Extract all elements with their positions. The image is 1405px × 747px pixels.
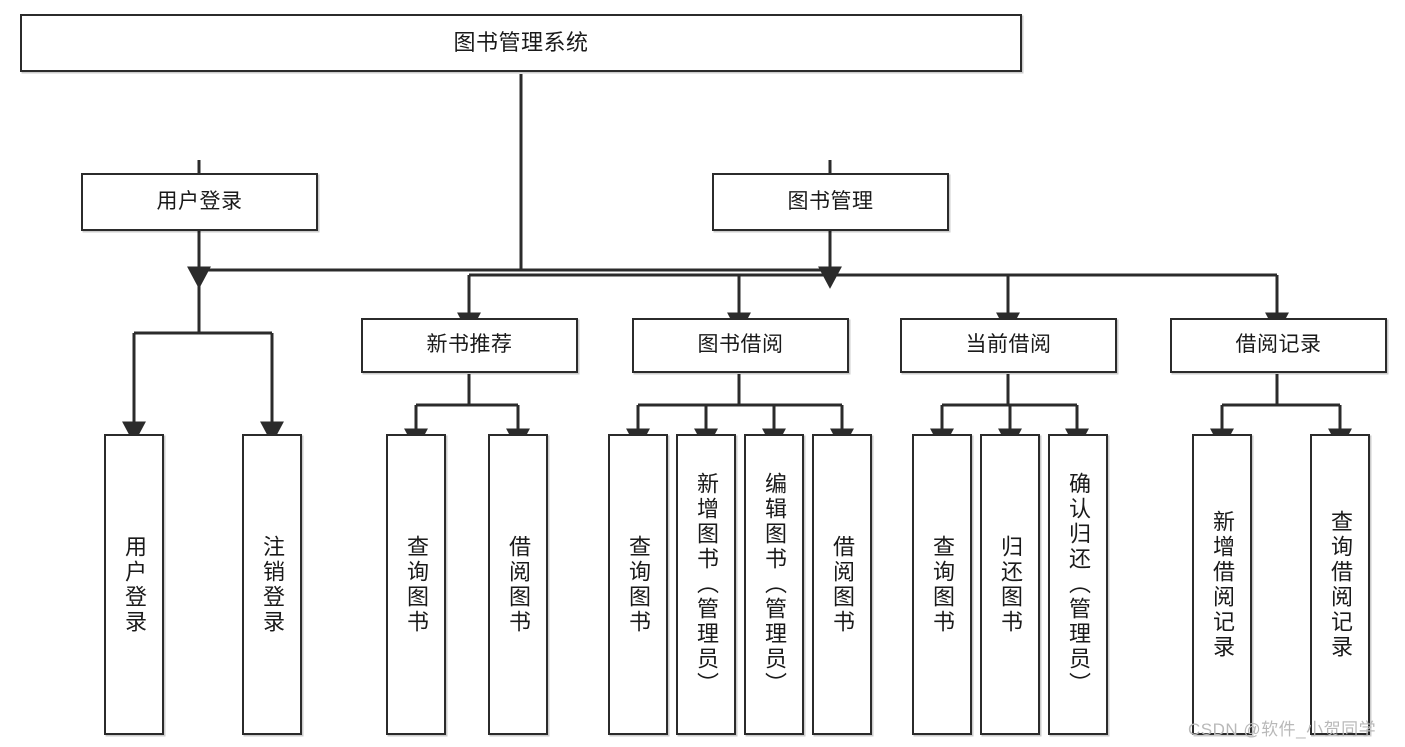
node-label: 归还图书 [997,534,1023,635]
node-new-book-recommend[interactable]: 新书推荐 [361,318,578,373]
node-label: 新增图书（管理员） [693,472,719,697]
node-leaf-logout[interactable]: 注销登录 [242,434,302,735]
node-label: 借阅图书 [829,534,855,635]
node-label: 查询图书 [929,534,955,635]
node-borrow-record[interactable]: 借阅记录 [1170,318,1387,373]
node-user-login[interactable]: 用户登录 [81,173,318,231]
node-leaf-return-book[interactable]: 归还图书 [980,434,1040,735]
csdn-watermark: CSDN @软件_小贺同学 [1188,720,1377,739]
node-leaf-confirm-return-admin[interactable]: 确认归还（管理员） [1048,434,1108,735]
node-label: 用户登录 [156,189,243,213]
node-label: 查询图书 [403,534,429,635]
node-label: 查询借阅记录 [1327,509,1353,660]
node-label: 图书管理 [787,189,874,213]
node-label: 借阅记录 [1235,333,1322,357]
node-label: 编辑图书（管理员） [761,472,787,697]
node-leaf-add-borrow-record[interactable]: 新增借阅记录 [1192,434,1252,735]
node-label: 当前借阅 [965,333,1052,357]
node-label: 确认归还（管理员） [1065,472,1091,697]
node-leaf-borrow-book[interactable]: 借阅图书 [812,434,872,735]
node-label: 新书推荐 [426,333,513,357]
node-leaf-borrow-book-recommend[interactable]: 借阅图书 [488,434,548,735]
node-leaf-query-book-current[interactable]: 查询图书 [912,434,972,735]
node-leaf-query-book-borrow[interactable]: 查询图书 [608,434,668,735]
node-label: 新增借阅记录 [1209,509,1235,660]
node-current-borrow[interactable]: 当前借阅 [900,318,1117,373]
node-label: 图书管理系统 [453,30,589,56]
node-leaf-query-borrow-record[interactable]: 查询借阅记录 [1310,434,1370,735]
node-label: 图书借阅 [697,333,784,357]
node-root-book-management-system[interactable]: 图书管理系统 [20,14,1022,72]
node-label: 用户登录 [121,534,147,635]
node-label: 注销登录 [259,534,285,635]
node-book-borrow[interactable]: 图书借阅 [632,318,849,373]
node-leaf-user-login[interactable]: 用户登录 [104,434,164,735]
node-label: 查询图书 [625,534,651,635]
node-leaf-edit-book-admin[interactable]: 编辑图书（管理员） [744,434,804,735]
node-leaf-query-book-recommend[interactable]: 查询图书 [386,434,446,735]
node-label: 借阅图书 [505,534,531,635]
node-leaf-add-book-admin[interactable]: 新增图书（管理员） [676,434,736,735]
node-book-management[interactable]: 图书管理 [712,173,949,231]
